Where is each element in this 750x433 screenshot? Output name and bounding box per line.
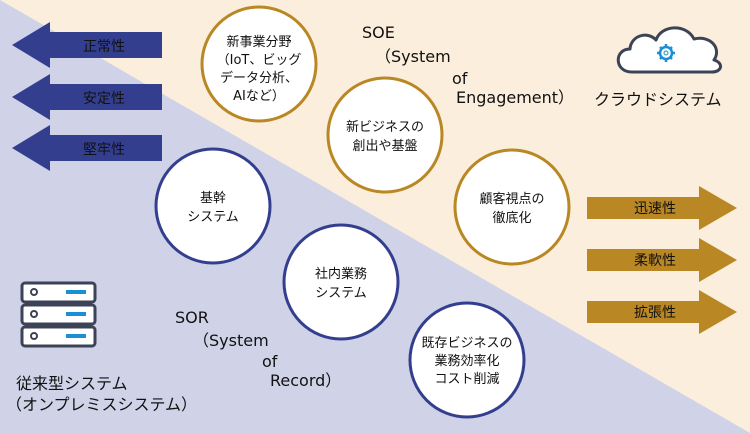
sor-arrow-2: 安定性 (12, 74, 162, 120)
soe-arrow-2: 柔軟性 (587, 238, 737, 282)
svg-text:基幹: 基幹 (200, 190, 226, 206)
onprem-label-line-2: （オンプレミスシステム） (6, 395, 197, 414)
sor-arrow-3: 堅牢性 (12, 125, 162, 171)
svg-text:AIなど）: AIなど） (233, 89, 285, 104)
soe-arrow-1: 迅速性 (587, 186, 737, 230)
onprem-label-line-1: 従来型システム (16, 374, 128, 393)
soe-circle-new-business-field: 新事業分野 （IoT、ビッグ データ分析、 AIなど） (200, 5, 318, 123)
svg-text:（IoT、ビッグ: （IoT、ビッグ (217, 53, 302, 68)
svg-text:業務効率化: 業務効率化 (434, 353, 499, 369)
server-icon (20, 281, 97, 348)
svg-text:徹底化: 徹底化 (492, 210, 531, 226)
sor-arrow-1: 正常性 (12, 22, 162, 68)
svg-text:システム: システム (315, 286, 367, 301)
svg-text:Record）: Record） (270, 371, 341, 390)
sor-circle-core-system: 基幹 システム (154, 147, 272, 265)
sor-label: SOR （System of Record） (175, 308, 341, 390)
sor-circle-existing-business: 既存ビジネスの 業務効率化 コスト削減 (408, 301, 526, 419)
svg-text:（System: （System (375, 47, 451, 66)
svg-text:データ分析、: データ分析、 (220, 70, 298, 86)
svg-text:of: of (452, 69, 468, 88)
soe-arrow-2-label: 柔軟性 (634, 253, 676, 269)
soe-circle-new-business-creation: 新ビジネスの 創出や基盤 (326, 76, 444, 194)
sor-arrow-2-label: 安定性 (83, 91, 125, 107)
svg-text:（System: （System (193, 331, 269, 350)
svg-text:SOR: SOR (175, 308, 209, 327)
soe-label: SOE （System of Engagement） (362, 23, 574, 107)
svg-text:社内業務: 社内業務 (315, 266, 367, 282)
svg-text:of: of (262, 352, 278, 371)
cloud-icon (616, 26, 722, 74)
gear-icon (657, 44, 675, 62)
svg-text:顧客視点の: 顧客視点の (479, 191, 544, 207)
svg-text:コスト削減: コスト削減 (434, 371, 499, 387)
soe-arrow-3-label: 拡張性 (634, 305, 676, 321)
svg-text:システム: システム (187, 210, 239, 225)
cloud-label: クラウドシステム (594, 90, 722, 109)
svg-text:既存ビジネスの: 既存ビジネスの (421, 336, 512, 351)
svg-text:Engagement）: Engagement） (456, 88, 574, 107)
soe-arrow-1-label: 迅速性 (634, 201, 676, 217)
svg-text:創出や基盤: 創出や基盤 (352, 139, 417, 154)
sor-circle-internal-system: 社内業務 システム (282, 223, 400, 341)
svg-text:新事業分野: 新事業分野 (226, 34, 291, 50)
sor-arrow-1-label: 正常性 (83, 39, 125, 55)
soe-arrow-3: 拡張性 (587, 290, 737, 334)
sor-arrow-3-label: 堅牢性 (83, 142, 125, 158)
svg-text:SOE: SOE (362, 23, 395, 42)
soe-circle-customer-viewpoint: 顧客視点の 徹底化 (453, 148, 571, 266)
svg-text:新ビジネスの: 新ビジネスの (346, 119, 424, 135)
